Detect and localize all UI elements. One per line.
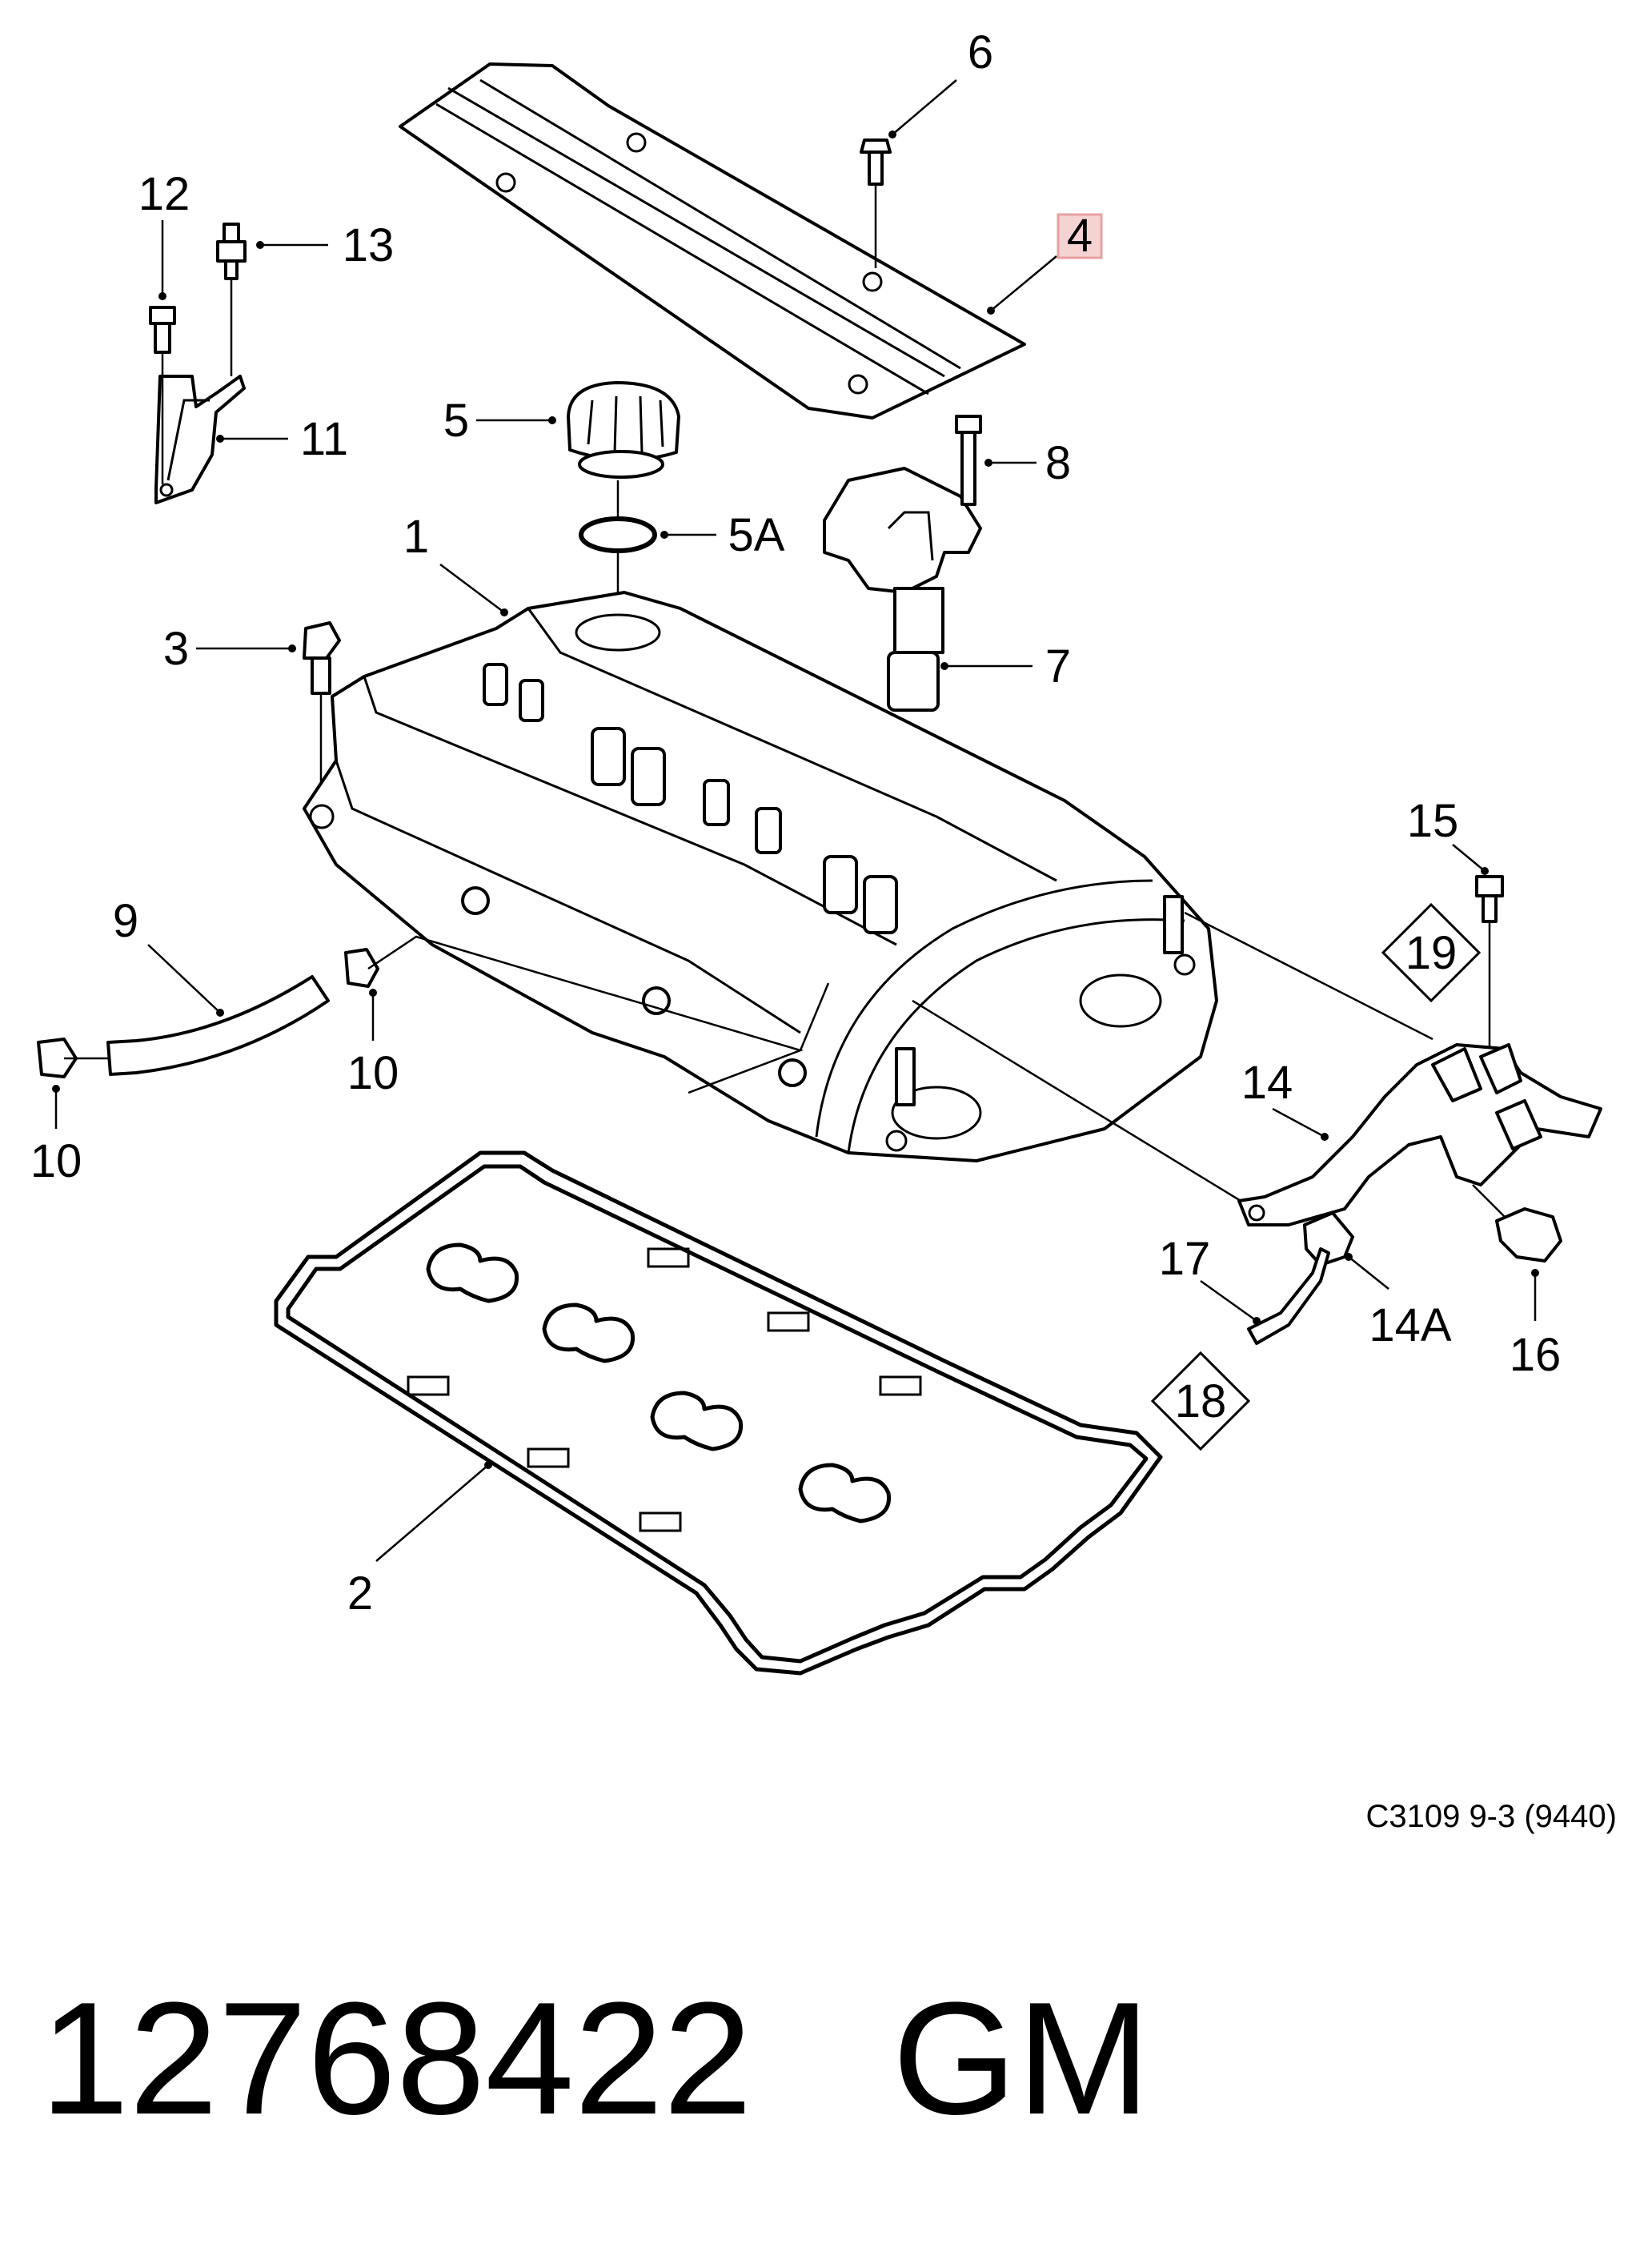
- bracket-11: [154, 375, 246, 504]
- bolt-8: [955, 415, 982, 506]
- brand-label: GM: [892, 1969, 1150, 2148]
- oil-filler-cap: [567, 381, 680, 479]
- o-ring-seal-5a: [579, 480, 657, 616]
- part-label-13: 13: [343, 219, 395, 271]
- part-label-15: 15: [1407, 795, 1459, 847]
- bolt-15: [1475, 875, 1504, 1049]
- hose-clamp-right: [344, 948, 379, 988]
- part-label-17: 17: [1159, 1233, 1211, 1285]
- pipe-17: [1247, 1247, 1330, 1345]
- part-label-2: 2: [347, 1568, 373, 1620]
- hose-clamp-left: [37, 1038, 78, 1078]
- leader-lines: [64, 911, 1433, 1207]
- part-label-12: 12: [138, 168, 190, 220]
- stud-13: [216, 223, 247, 376]
- part-label-3: 3: [163, 623, 189, 675]
- highlight-box-4: [1057, 213, 1103, 259]
- label-leaders: [52, 79, 1539, 1562]
- bolt-6: [860, 138, 892, 268]
- part-label-5a: 5A: [728, 509, 785, 561]
- valve-cover: [303, 591, 1218, 1162]
- part-label-18: 18: [1175, 1375, 1227, 1427]
- part-label-10-left: 10: [30, 1135, 82, 1187]
- reference-diamond-18: 18: [1150, 1351, 1251, 1451]
- part-label-8: 8: [1045, 437, 1071, 489]
- part-label-14a: 14A: [1369, 1299, 1452, 1351]
- part-label-14: 14: [1241, 1057, 1293, 1109]
- engine-cover-plate: [399, 62, 1026, 419]
- part-label-11: 11: [300, 413, 348, 465]
- part-label-5: 5: [443, 395, 469, 447]
- part-label-19: 19: [1405, 927, 1458, 979]
- part-label-4: 4: [1067, 210, 1093, 262]
- part-label-16: 16: [1510, 1329, 1562, 1381]
- part-number: 12768422: [40, 1969, 752, 2148]
- part-label-9: 9: [113, 895, 138, 947]
- reference-code: C3109 9-3 (9440): [1365, 1799, 1617, 1834]
- part-label-1: 1: [403, 511, 429, 563]
- wiring-bracket-14: [1237, 1043, 1602, 1226]
- breather-hose: [106, 975, 330, 1076]
- bolt-12: [149, 306, 176, 484]
- part-labels: 1 2 3 4 5 5A 6 7 8 9 10 10 11 12 13 14 1…: [30, 26, 1562, 1620]
- valve-cover-gasket: [274, 1150, 1163, 1676]
- part-label-7: 7: [1045, 640, 1071, 692]
- part-label-6: 6: [968, 26, 993, 78]
- ignition-coil: [823, 467, 982, 712]
- part-label-10-right: 10: [347, 1047, 399, 1099]
- reference-diamond-19: 19: [1381, 902, 1482, 1003]
- sensor-16: [1472, 1184, 1562, 1262]
